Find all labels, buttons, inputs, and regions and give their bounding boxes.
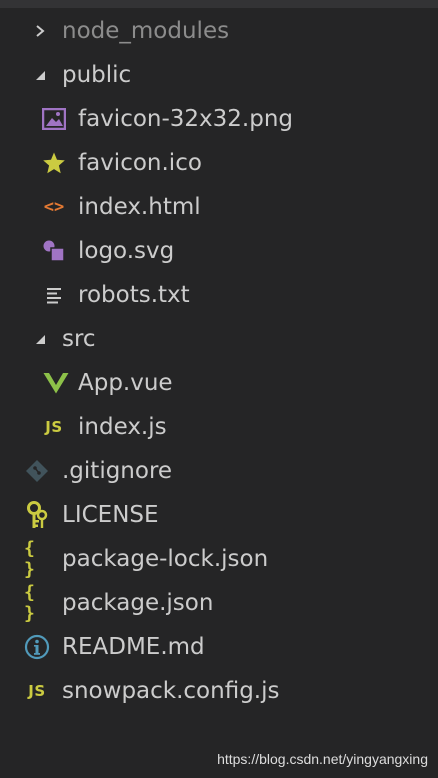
tree-item-label: LICENSE: [62, 502, 159, 528]
tree-item-label: package.json: [62, 590, 214, 616]
tree-item-label: public: [62, 62, 132, 88]
tree-item-license[interactable]: LICENSE: [0, 493, 438, 537]
tree-item-index-js[interactable]: JS index.js: [0, 405, 438, 449]
tree-item-label: snowpack.config.js: [62, 678, 280, 704]
file-explorer-tree: node_modules public favicon-32x32.png fa…: [0, 9, 438, 713]
watermark-url: https://blog.csdn.net/yingyangxing: [217, 751, 428, 767]
tree-item-src[interactable]: src: [0, 317, 438, 361]
tree-item-label: logo.svg: [78, 238, 175, 264]
chevron-right-icon[interactable]: [33, 24, 47, 38]
json-braces-icon: { }: [24, 582, 36, 624]
tree-item-label: App.vue: [78, 370, 173, 396]
json-braces-icon: { }: [24, 538, 36, 580]
tree-item-label: .gitignore: [62, 458, 173, 484]
tree-item-label: favicon.ico: [78, 150, 202, 176]
key-icon: [24, 501, 50, 528]
svg-shapes-icon: [41, 238, 67, 264]
tree-item-label: src: [62, 326, 96, 352]
tree-item-package-json[interactable]: { } package.json: [0, 581, 438, 625]
tree-item-robots-txt[interactable]: robots.txt: [0, 273, 438, 317]
tree-item-label: node_modules: [62, 18, 230, 44]
tree-item-readme-md[interactable]: README.md: [0, 625, 438, 669]
tree-item-label: README.md: [62, 634, 205, 660]
tree-item-public[interactable]: public: [0, 53, 438, 97]
info-icon: [24, 634, 50, 660]
tree-item-label: favicon-32x32.png: [78, 106, 294, 132]
panel-top-bar: [0, 0, 438, 8]
tree-item-label: package-lock.json: [62, 546, 269, 572]
javascript-icon: JS: [45, 418, 63, 436]
tree-item-index-html[interactable]: <> index.html: [0, 185, 438, 229]
star-icon: [41, 150, 67, 176]
tree-item-favicon-ico[interactable]: favicon.ico: [0, 141, 438, 185]
tree-item-label: robots.txt: [78, 282, 190, 308]
tree-item-gitignore[interactable]: .gitignore: [0, 449, 438, 493]
tree-item-logo-svg[interactable]: logo.svg: [0, 229, 438, 273]
html-code-icon: <>: [43, 197, 65, 217]
chevron-down-icon[interactable]: [33, 68, 47, 82]
tree-item-package-lock-json[interactable]: { } package-lock.json: [0, 537, 438, 581]
tree-item-label: index.html: [78, 194, 201, 220]
tree-item-snowpack-config-js[interactable]: JS snowpack.config.js: [0, 669, 438, 713]
git-diamond-icon: [24, 458, 50, 484]
tree-item-label: index.js: [78, 414, 167, 440]
tree-item-app-vue[interactable]: App.vue: [0, 361, 438, 405]
tree-item-favicon-png[interactable]: favicon-32x32.png: [0, 97, 438, 141]
javascript-icon: JS: [28, 682, 46, 700]
image-file-icon: [41, 106, 67, 132]
text-lines-icon: [41, 282, 67, 308]
tree-item-node-modules[interactable]: node_modules: [0, 9, 438, 53]
chevron-down-icon[interactable]: [33, 332, 47, 346]
vue-logo-icon: [43, 370, 69, 396]
